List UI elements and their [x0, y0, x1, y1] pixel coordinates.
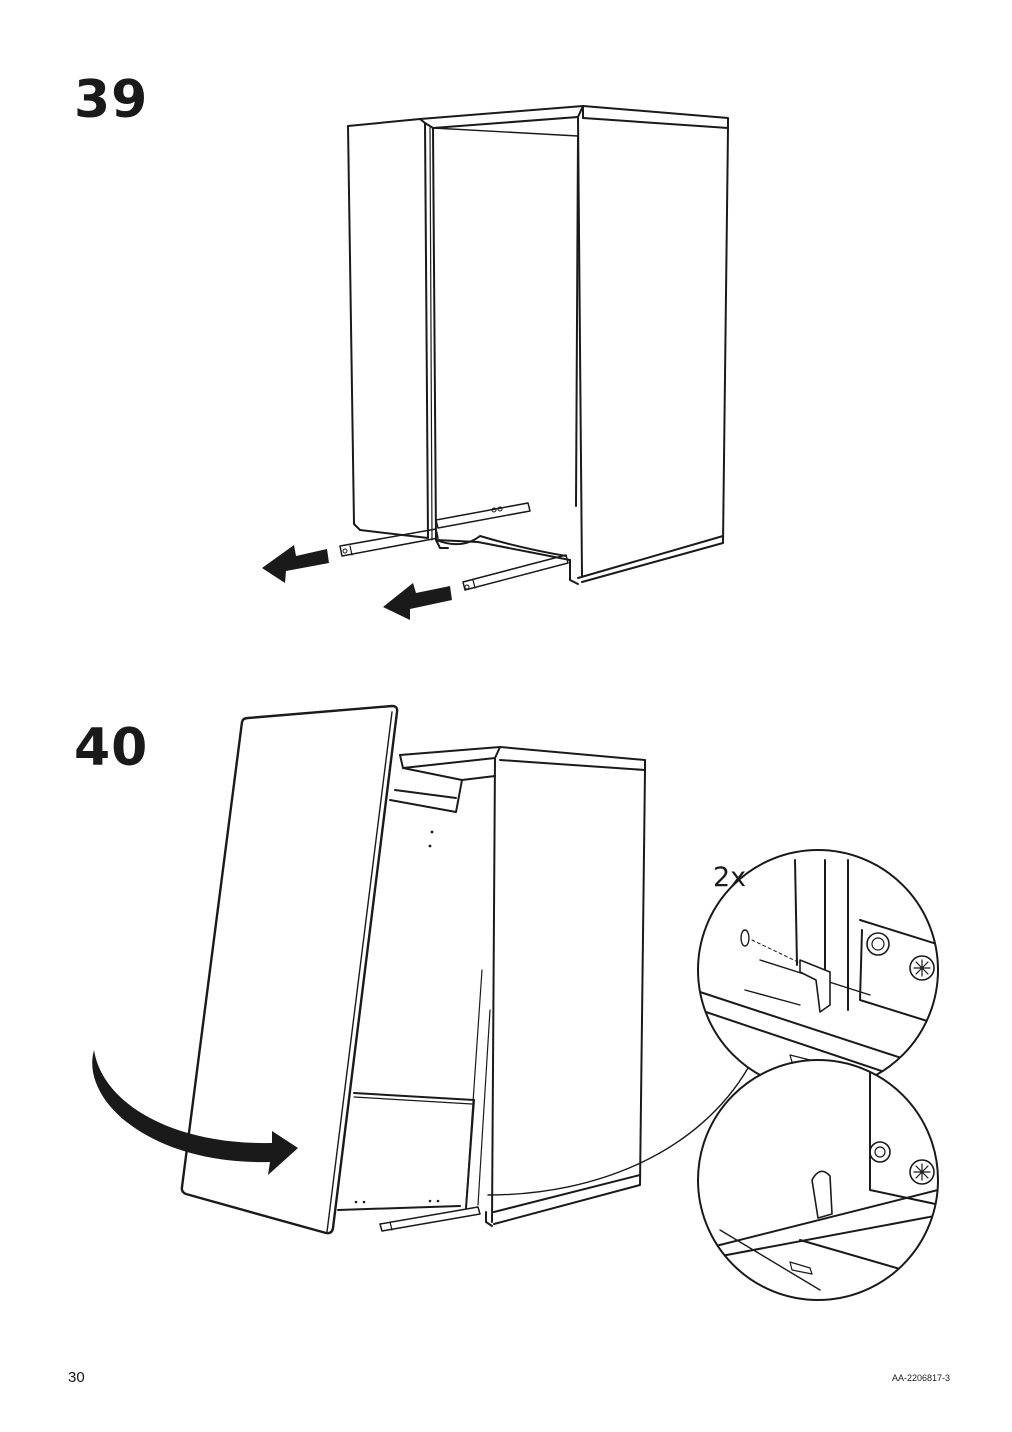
step-number: 40 — [74, 718, 149, 778]
step-number: 39 — [74, 70, 149, 130]
cabinet-illustration — [339, 105, 729, 591]
arrow-curved-right-icon — [92, 1050, 298, 1175]
page-number: 30 — [68, 1369, 85, 1386]
arrow-left-icon — [262, 545, 329, 583]
magnify-detail-icon — [697, 849, 939, 1091]
magnify-detail-icon — [697, 1059, 939, 1301]
cabinet-with-door-illustration — [337, 746, 646, 1232]
door-panel — [180, 704, 399, 1235]
quantity-label: 2x — [713, 862, 747, 893]
document-id: AA-2206817-3 — [891, 1373, 950, 1383]
arrow-left-icon — [383, 583, 452, 620]
